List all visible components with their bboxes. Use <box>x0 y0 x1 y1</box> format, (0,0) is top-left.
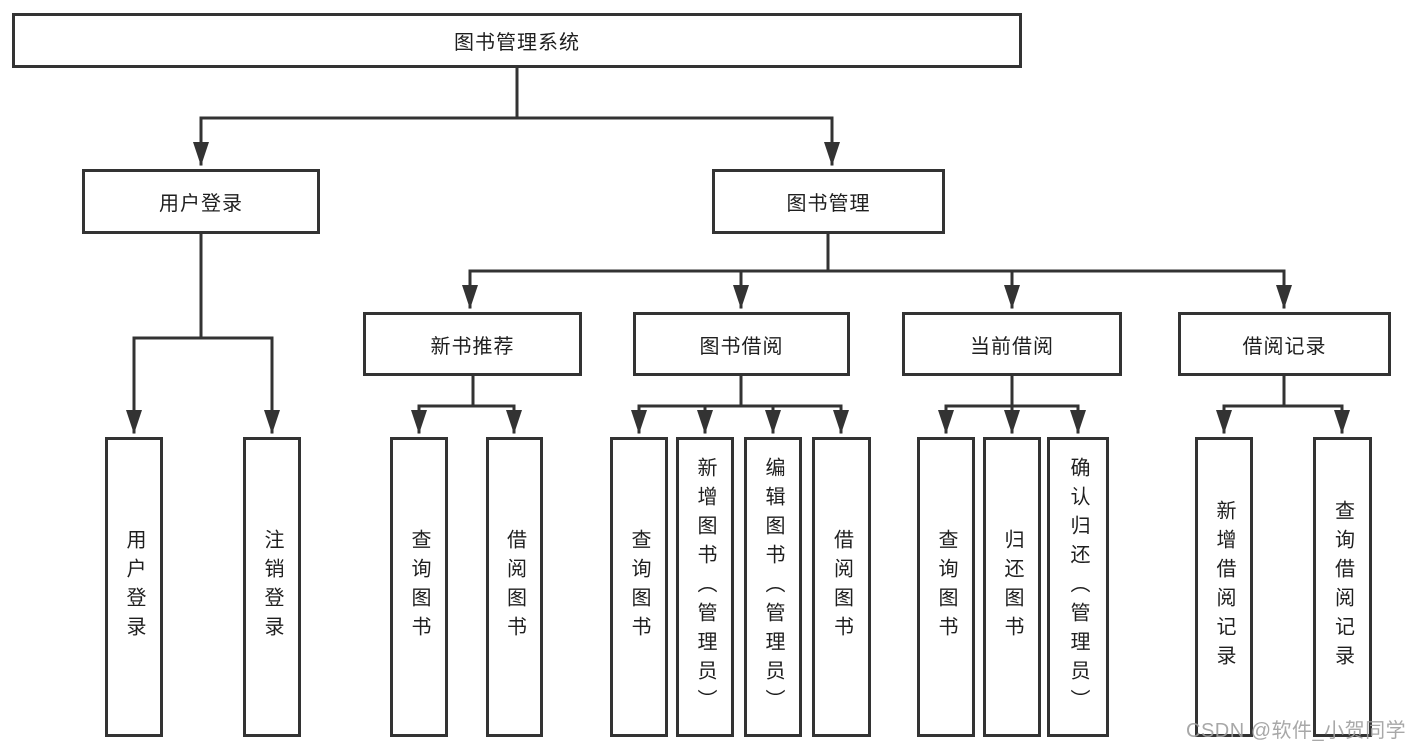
node-borrowing-query-books: 查询图书 <box>610 437 668 737</box>
node-borrowing-borrow-books: 借阅图书 <box>812 437 871 737</box>
node-label: 借阅图书 <box>830 529 853 645</box>
node-current-return-books: 归还图书 <box>983 437 1041 737</box>
node-label: 用户登录 <box>159 193 243 215</box>
node-label: 图书管理系统 <box>454 32 580 54</box>
node-label: 查询图书 <box>408 529 430 645</box>
node-records-add-borrow-record: 新增借阅记录 <box>1195 437 1253 737</box>
node-new-book-recommendation: 新书推荐 <box>363 312 582 376</box>
node-book-management: 图书管理 <box>712 169 945 234</box>
node-records-query-borrow-record: 查询借阅记录 <box>1313 437 1372 737</box>
node-label: 归还图书 <box>1001 529 1023 645</box>
node-label: 新增图书（管理员） <box>694 456 716 718</box>
node-borrowing-add-books-admin: 新增图书（管理员） <box>676 437 734 737</box>
node-label: 查询图书 <box>628 529 650 645</box>
node-user-login: 用户登录 <box>82 169 320 234</box>
node-label: 图书借阅 <box>699 335 784 358</box>
node-label: 新增借阅记录 <box>1213 500 1235 674</box>
node-current-borrowing: 当前借阅 <box>902 312 1122 376</box>
node-newbooks-query-books: 查询图书 <box>390 437 448 737</box>
node-label: 查询图书 <box>935 529 957 645</box>
node-label: 用户登录 <box>123 529 145 645</box>
node-leaf-logout: 注销登录 <box>243 437 301 737</box>
node-borrowing-edit-books-admin: 编辑图书（管理员） <box>744 437 802 737</box>
node-newbooks-borrow-books: 借阅图书 <box>486 437 543 737</box>
node-library-system-root: 图书管理系统 <box>12 13 1022 68</box>
node-label: 图书管理 <box>786 193 871 215</box>
node-current-confirm-return-admin: 确认归还（管理员） <box>1047 437 1109 737</box>
csdn-watermark: CSDN @软件_小贺同学 <box>1186 720 1405 742</box>
node-label: 确认归还（管理员） <box>1067 456 1089 718</box>
node-label: 新书推荐 <box>430 335 515 358</box>
node-label: 当前借阅 <box>970 335 1054 358</box>
node-label: 借阅记录 <box>1242 335 1327 358</box>
node-label: 注销登录 <box>261 529 283 645</box>
node-label: 编辑图书（管理员） <box>762 456 784 718</box>
node-leaf-user-login: 用户登录 <box>105 437 163 737</box>
node-borrowing-records: 借阅记录 <box>1178 312 1391 376</box>
node-label: 查询借阅记录 <box>1331 500 1354 674</box>
node-book-borrowing: 图书借阅 <box>633 312 850 376</box>
node-current-query-books: 查询图书 <box>917 437 975 737</box>
node-label: 借阅图书 <box>503 529 526 645</box>
